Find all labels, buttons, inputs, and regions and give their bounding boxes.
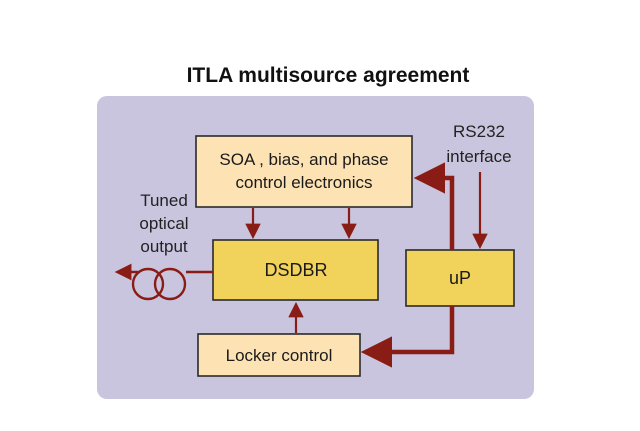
rs232-label-line1: RS232 (453, 122, 505, 141)
dsdbr-block: DSDBR (212, 239, 379, 301)
output-label-line3: output (140, 237, 188, 256)
soa-label-line2: control electronics (235, 173, 372, 192)
rs232-label-line2: interface (446, 147, 511, 166)
output-label-line2: optical (139, 214, 188, 233)
locker-control-label: Locker control (226, 346, 333, 365)
locker-control-block: Locker control (197, 333, 361, 377)
diagram-title: ITLA multisource agreement (187, 64, 470, 87)
up-label: uP (449, 268, 471, 288)
optical-fiber-coil-icon (114, 263, 213, 301)
soa-label-line1: SOA , bias, and phase (219, 150, 388, 169)
dsdbr-label: DSDBR (264, 260, 327, 280)
soa-block: SOA , bias, and phase control electronic… (195, 135, 413, 208)
up-block: uP (405, 249, 515, 307)
output-label-line1: Tuned (140, 191, 188, 210)
up-to-locker-bus (360, 306, 455, 368)
up-to-soa-bus (413, 162, 455, 250)
